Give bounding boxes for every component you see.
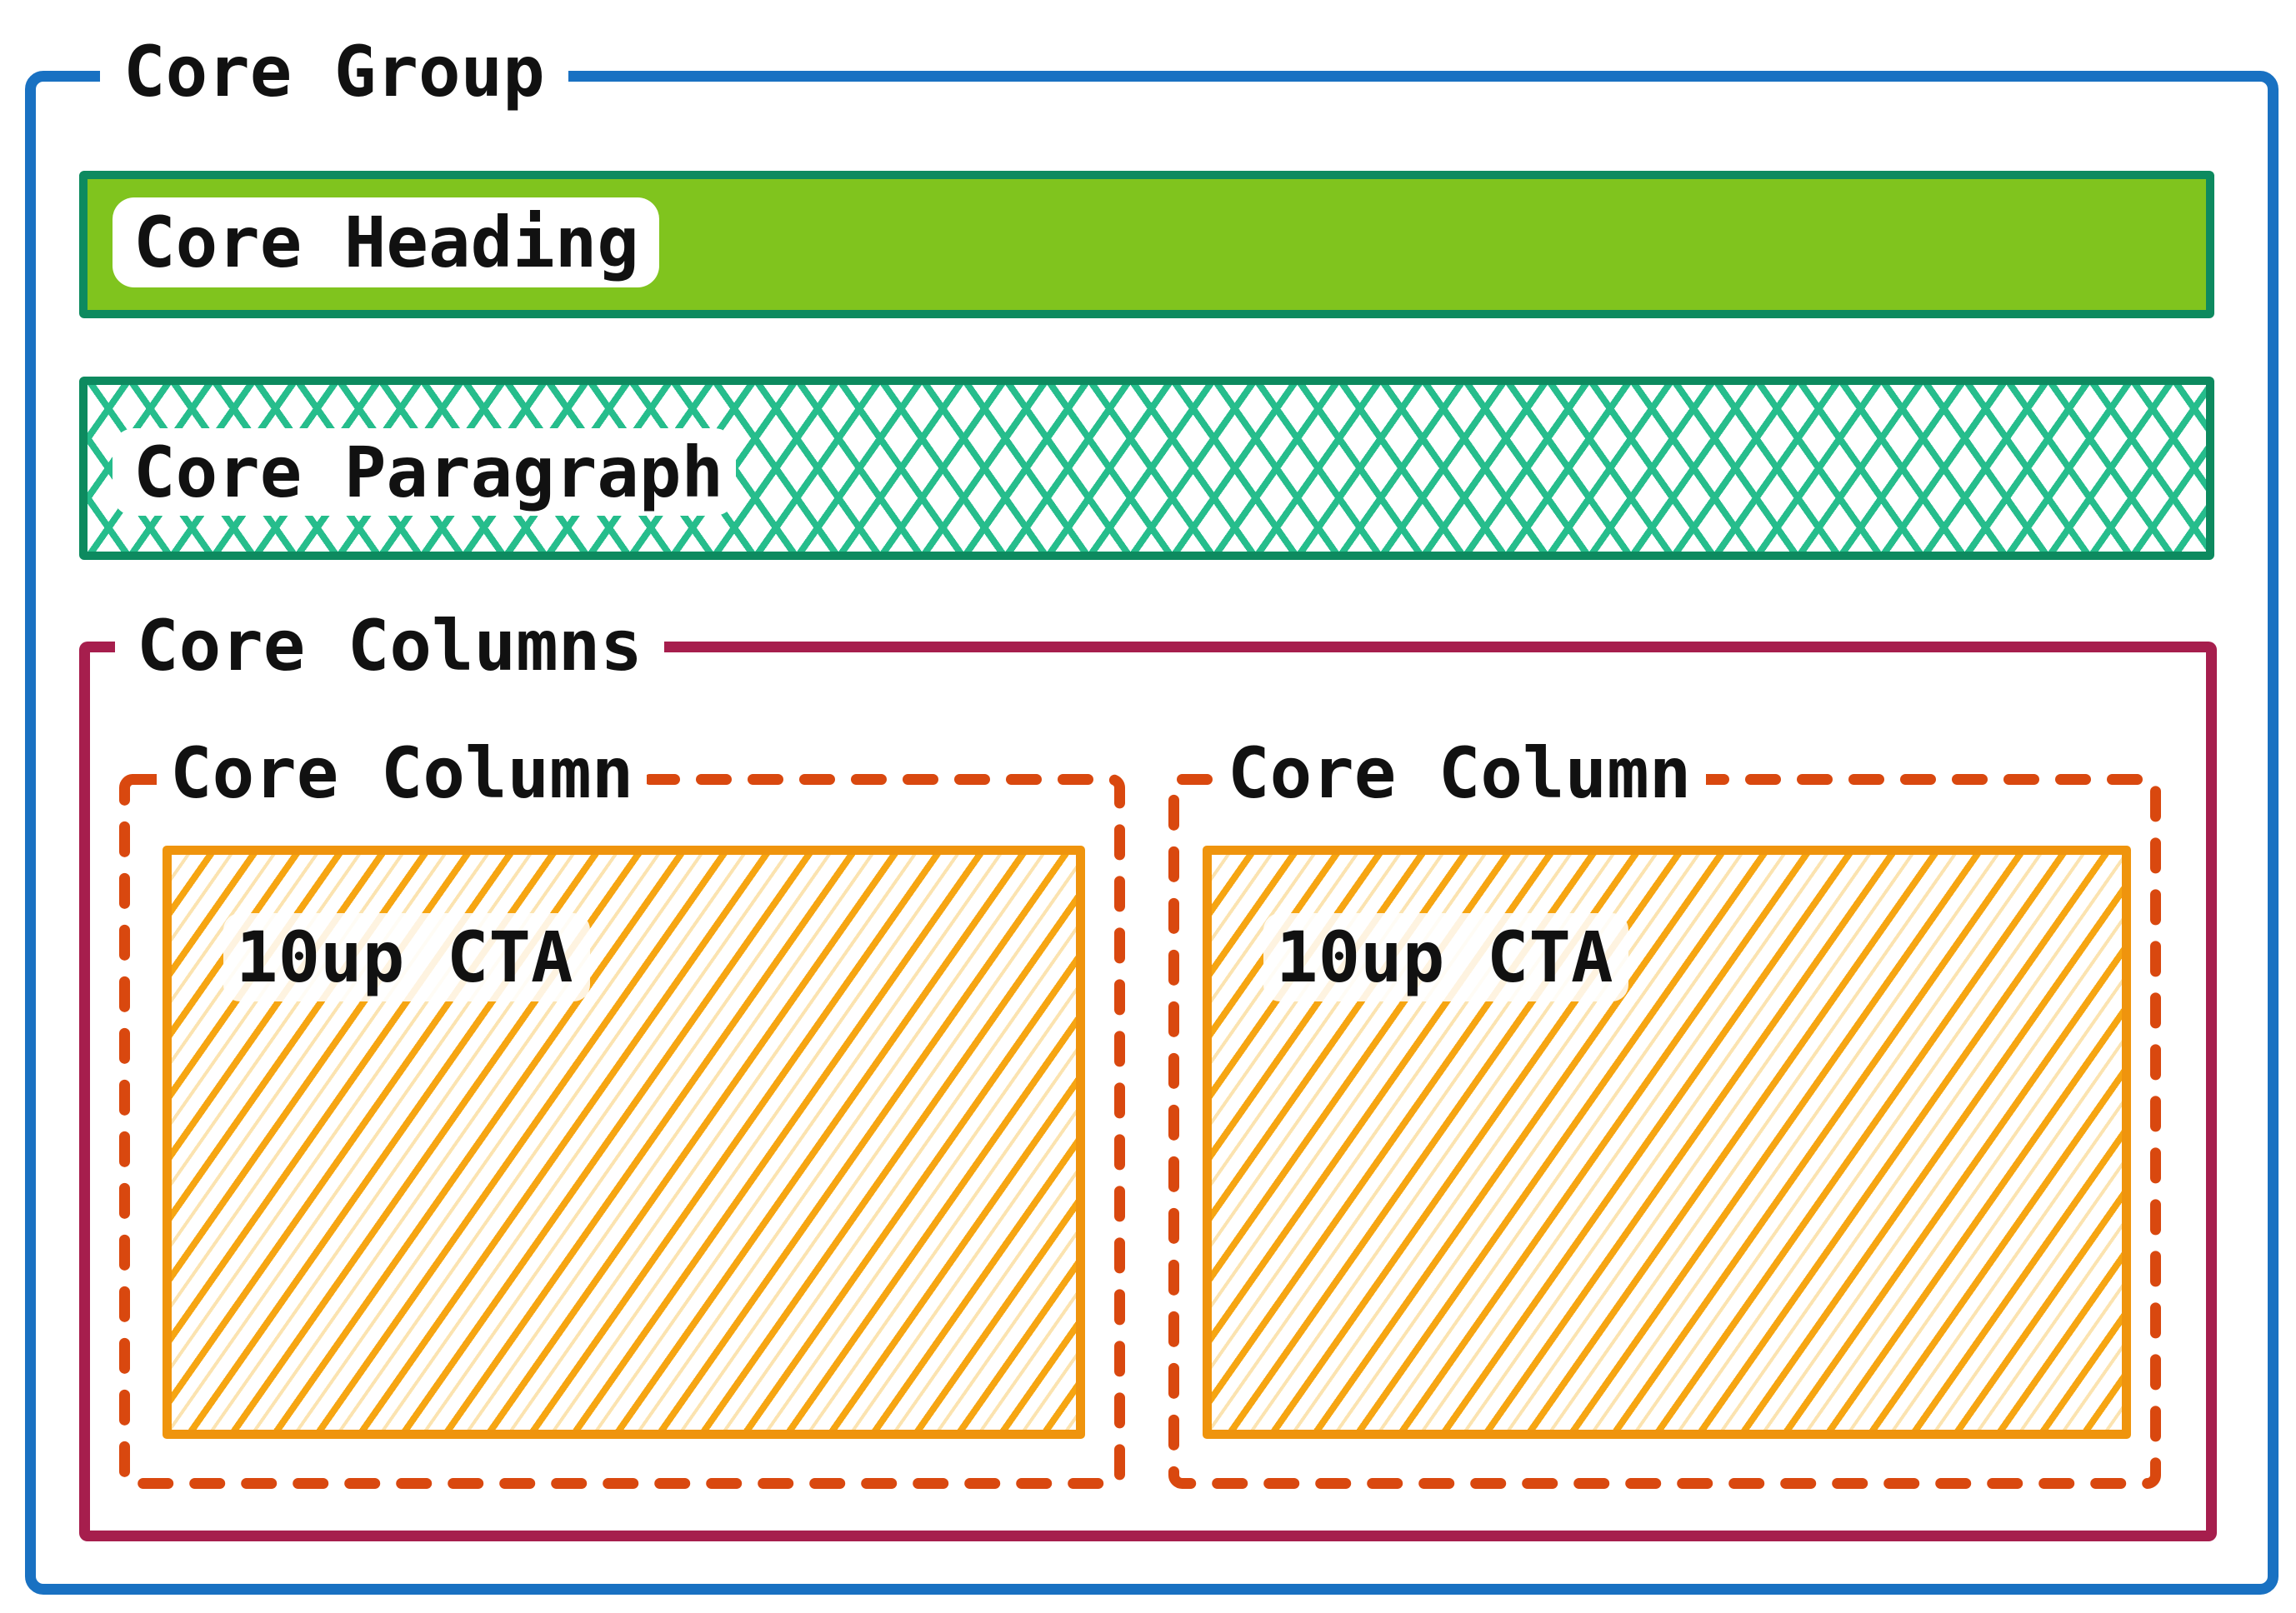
ten-up-cta-1-label: 10up CTA — [223, 913, 590, 1001]
core-paragraph-block — [79, 377, 2214, 560]
core-group-box — [25, 71, 2278, 1595]
core-group-label: Core Group — [100, 31, 568, 112]
core-columns-label: Core Columns — [115, 605, 664, 687]
core-heading-label: Core Heading — [113, 197, 659, 287]
core-column-1-label: Core Column — [157, 732, 648, 814]
core-column-2-label: Core Column — [1213, 732, 1707, 814]
core-paragraph-label: Core Paragraph — [113, 428, 736, 516]
core-heading-block — [79, 171, 2214, 318]
ten-up-cta-2-label: 10up CTA — [1263, 913, 1628, 1001]
